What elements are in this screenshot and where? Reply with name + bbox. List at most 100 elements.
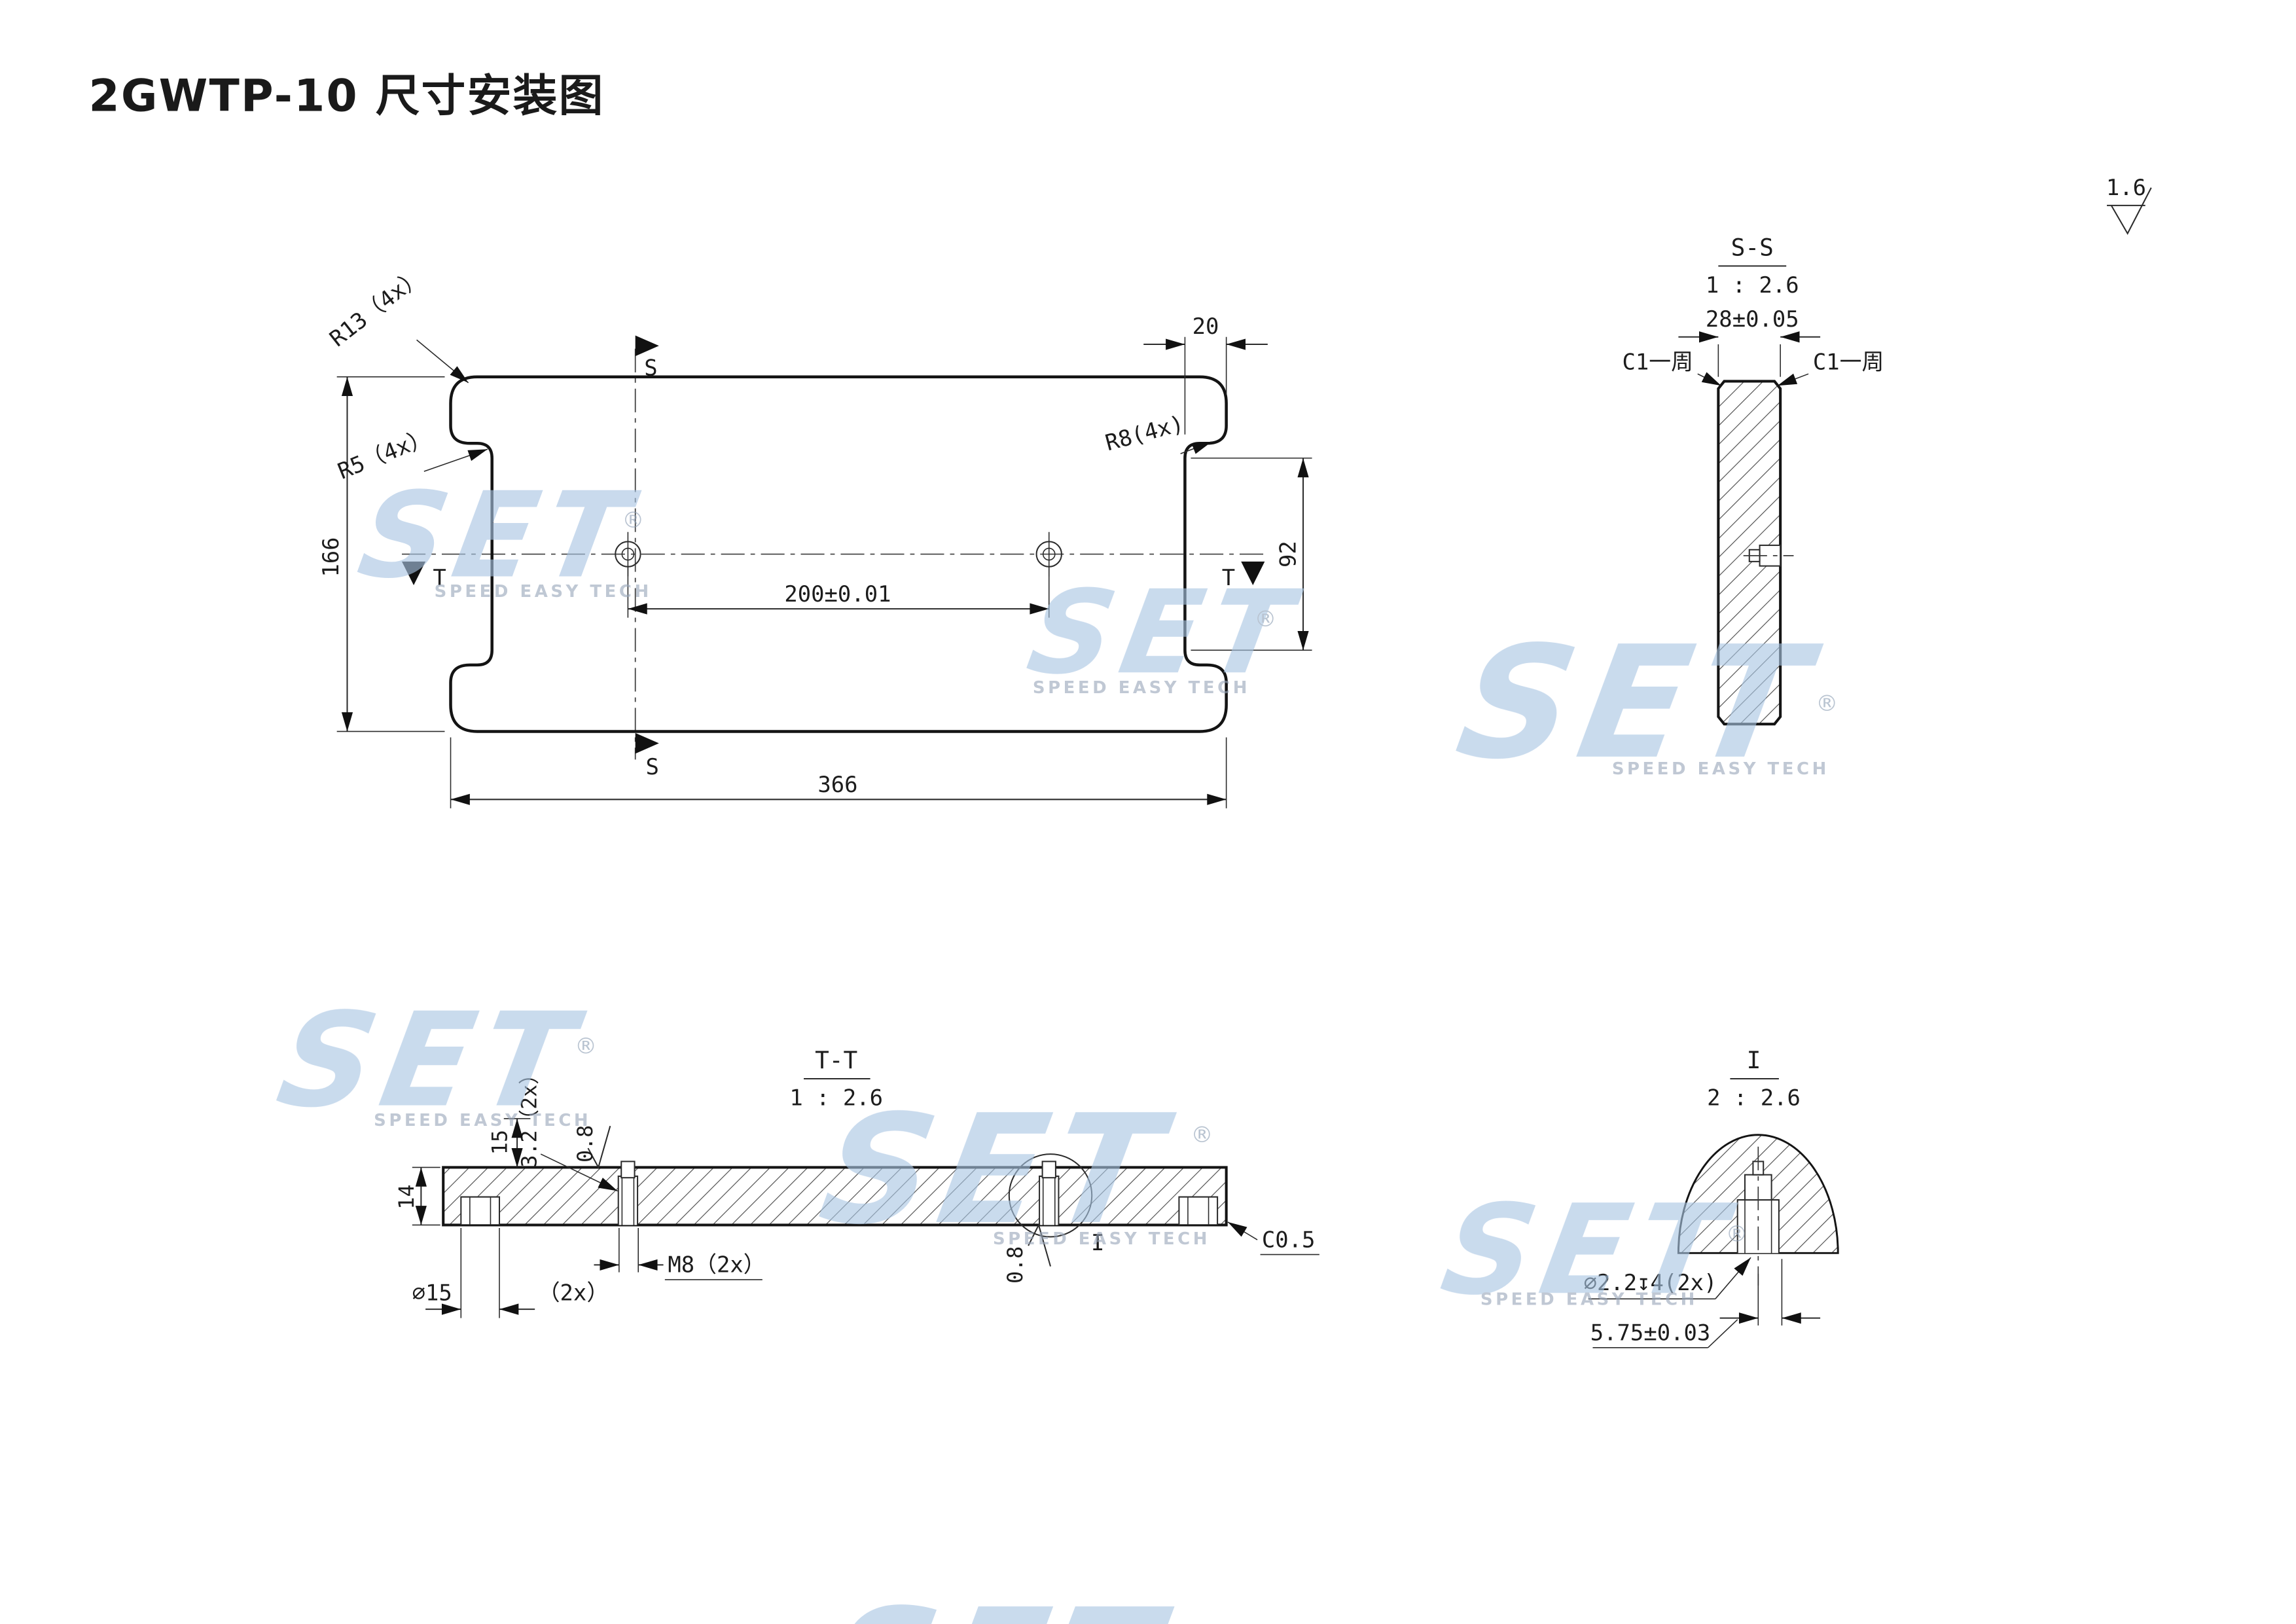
section-arrow-icon bbox=[635, 732, 659, 754]
watermark-logo: SET bbox=[1432, 1179, 1743, 1323]
global-roughness-value: 1.6 bbox=[2106, 175, 2146, 200]
dim-text: 28±0.05 bbox=[1706, 306, 1799, 332]
watermark-logo: SET bbox=[1446, 613, 1829, 794]
dim-width-366: 366 bbox=[450, 737, 1227, 808]
section-arrow-icon bbox=[1241, 561, 1265, 585]
dim-text: 200±0.01 bbox=[784, 581, 891, 607]
section-ss-title: S-S bbox=[1731, 234, 1774, 262]
watermark-reg-icon: ® bbox=[575, 1034, 597, 1059]
watermark-5: SET ® SPEED EASY TECH bbox=[809, 1083, 1213, 1258]
detail-circle-label: I bbox=[1091, 1230, 1104, 1255]
dim-step-20: 20 bbox=[1143, 314, 1268, 435]
svg-text:14: 14 bbox=[395, 1185, 419, 1210]
watermark-tagline: SPEED EASY TECH bbox=[1480, 1290, 1698, 1309]
watermark-logo: SET bbox=[814, 1577, 1180, 1624]
watermark-6: SET ® SPEED EASY TECH bbox=[1432, 1179, 1748, 1323]
watermark-3: SET ® SPEED EASY TECH bbox=[1446, 613, 1838, 794]
dim-thickness-14: 14 bbox=[395, 1166, 440, 1226]
section-t-label-right: T bbox=[1222, 565, 1235, 590]
dim-15: 15 bbox=[488, 1118, 531, 1168]
section-t-label-left: T bbox=[433, 565, 446, 590]
svg-text:C1一周: C1一周 bbox=[1622, 349, 1693, 374]
watermark-tagline: SPEED EASY TECH bbox=[435, 582, 652, 602]
watermark-reg-icon: ® bbox=[1191, 1122, 1213, 1147]
counterbore-left bbox=[460, 1196, 501, 1225]
detail-i-hole-feature bbox=[1736, 1146, 1780, 1286]
dia15-qty-text: （2x） bbox=[538, 1280, 609, 1306]
watermark-tagline: SPEED EASY TECH bbox=[1033, 678, 1250, 698]
dim-text: 20 bbox=[1193, 314, 1219, 339]
watermarks: SET ® SPEED EASY TECH SET ® SPEED EASY T… bbox=[268, 467, 1838, 1624]
section-arrow-icon bbox=[402, 561, 426, 585]
chamfer-callout-left: C1一周 bbox=[1622, 349, 1722, 386]
chamfer-callout-right: C1一周 bbox=[1777, 349, 1884, 386]
watermark-reg-icon: ® bbox=[1726, 1221, 1748, 1246]
roughness-top-callout: 0.8 bbox=[574, 1125, 611, 1170]
dim-text: 366 bbox=[817, 772, 857, 797]
svg-text:R8(4x): R8(4x) bbox=[1103, 410, 1187, 456]
section-tt-body bbox=[442, 1166, 1228, 1227]
section-t-markers: T T bbox=[402, 561, 1265, 590]
watermark-7-partial: SET bbox=[814, 1577, 1180, 1624]
section-ss-scale: 1 : 2.6 bbox=[1706, 272, 1799, 298]
dim-hole-spacing: 200±0.01 bbox=[627, 567, 1050, 618]
section-ss-header: S-S 1 : 2.6 bbox=[1706, 234, 1799, 298]
detail-i-title: I bbox=[1747, 1046, 1761, 1074]
watermark-logo: SET bbox=[1019, 565, 1310, 699]
chamfer-c05-callout: C0.5 bbox=[1227, 1221, 1319, 1255]
svg-text:C0.5: C0.5 bbox=[1262, 1227, 1316, 1252]
svg-text:⌀2.2↧4(2x): ⌀2.2↧4(2x) bbox=[1584, 1270, 1717, 1295]
dim-text: 166 bbox=[318, 537, 344, 577]
svg-text:15: 15 bbox=[488, 1130, 512, 1155]
watermark-logo: SET bbox=[268, 985, 592, 1136]
m8-hole-left bbox=[617, 1161, 639, 1225]
watermark-1: SET ® SPEED EASY TECH bbox=[350, 467, 652, 604]
dim-text: 5.75±0.03 bbox=[1590, 1320, 1710, 1346]
watermark-tagline: SPEED EASY TECH bbox=[374, 1111, 591, 1130]
detail-i-scale: 2 : 2.6 bbox=[1707, 1085, 1801, 1111]
svg-text:0.8: 0.8 bbox=[574, 1125, 598, 1163]
roughness-bottom-callout: 0.8 bbox=[1004, 1223, 1051, 1284]
section-ss-hole-feature bbox=[1743, 545, 1794, 567]
section-s-label-bottom: S bbox=[645, 754, 658, 780]
dim-5-75: 5.75±0.03 bbox=[1590, 1259, 1821, 1348]
m8-hole-right bbox=[1039, 1161, 1060, 1225]
watermark-reg-icon: ® bbox=[622, 507, 644, 533]
section-s-markers: S S bbox=[635, 335, 659, 780]
watermark-logo: SET bbox=[809, 1083, 1182, 1258]
section-s-label-top: S bbox=[644, 355, 657, 380]
watermark-2: SET ® SPEED EASY TECH bbox=[1019, 565, 1310, 699]
dim-thickness-28: 28±0.05 bbox=[1678, 306, 1821, 377]
dia15-callout: ⌀15 （2x） bbox=[412, 1227, 609, 1318]
watermark-reg-icon: ® bbox=[1255, 606, 1277, 632]
detail-boundary-circle bbox=[1008, 1153, 1093, 1238]
svg-text:R13（4x）: R13（4x） bbox=[325, 263, 428, 352]
watermark-tagline: SPEED EASY TECH bbox=[1612, 759, 1829, 779]
detail-i-view: I 2 : 2.6 ⌀2.2↧4(2x) 5.75±0.03 bbox=[1584, 1046, 1839, 1348]
label-r13: R13（4x） bbox=[325, 263, 469, 384]
svg-text:C1一周: C1一周 bbox=[1813, 349, 1884, 374]
dia22-depth-callout: ⌀2.2↧4(2x) bbox=[1584, 1257, 1751, 1300]
section-tt-view: T-T 1 : 2.6 I 0.8 3.2（ bbox=[395, 1046, 1319, 1318]
counterbore-right bbox=[1178, 1196, 1219, 1225]
dim-notch-92: 92 bbox=[1191, 458, 1312, 651]
watermark-logo: SET bbox=[350, 467, 647, 604]
detail-i-header: I 2 : 2.6 bbox=[1707, 1046, 1801, 1110]
m8-callout: M8（2x） bbox=[594, 1227, 766, 1280]
section-tt-header: T-T 1 : 2.6 bbox=[789, 1046, 883, 1110]
watermark-reg-icon: ® bbox=[1816, 691, 1838, 716]
watermark-4: SET ® SPEED EASY TECH bbox=[268, 985, 597, 1136]
section-tt-title: T-T bbox=[815, 1046, 857, 1074]
dim-height-166: 166 bbox=[318, 376, 445, 732]
section-arrow-icon bbox=[635, 335, 659, 357]
watermark-tagline: SPEED EASY TECH bbox=[993, 1229, 1210, 1249]
section-ss-view: S-S 1 : 2.6 28±0.05 C1一周 C1一周 bbox=[1622, 234, 1884, 726]
svg-text:M8（2x）: M8（2x） bbox=[668, 1252, 765, 1278]
svg-text:0.8: 0.8 bbox=[1004, 1246, 1028, 1284]
roughness-check-icon bbox=[2110, 187, 2152, 235]
label-r8: R8(4x) bbox=[1103, 410, 1212, 456]
dim-text: 92 bbox=[1276, 541, 1301, 568]
page-title: 2GWTP-10 尺寸安装图 bbox=[88, 69, 604, 121]
global-roughness-symbol: 1.6 bbox=[2106, 175, 2152, 235]
